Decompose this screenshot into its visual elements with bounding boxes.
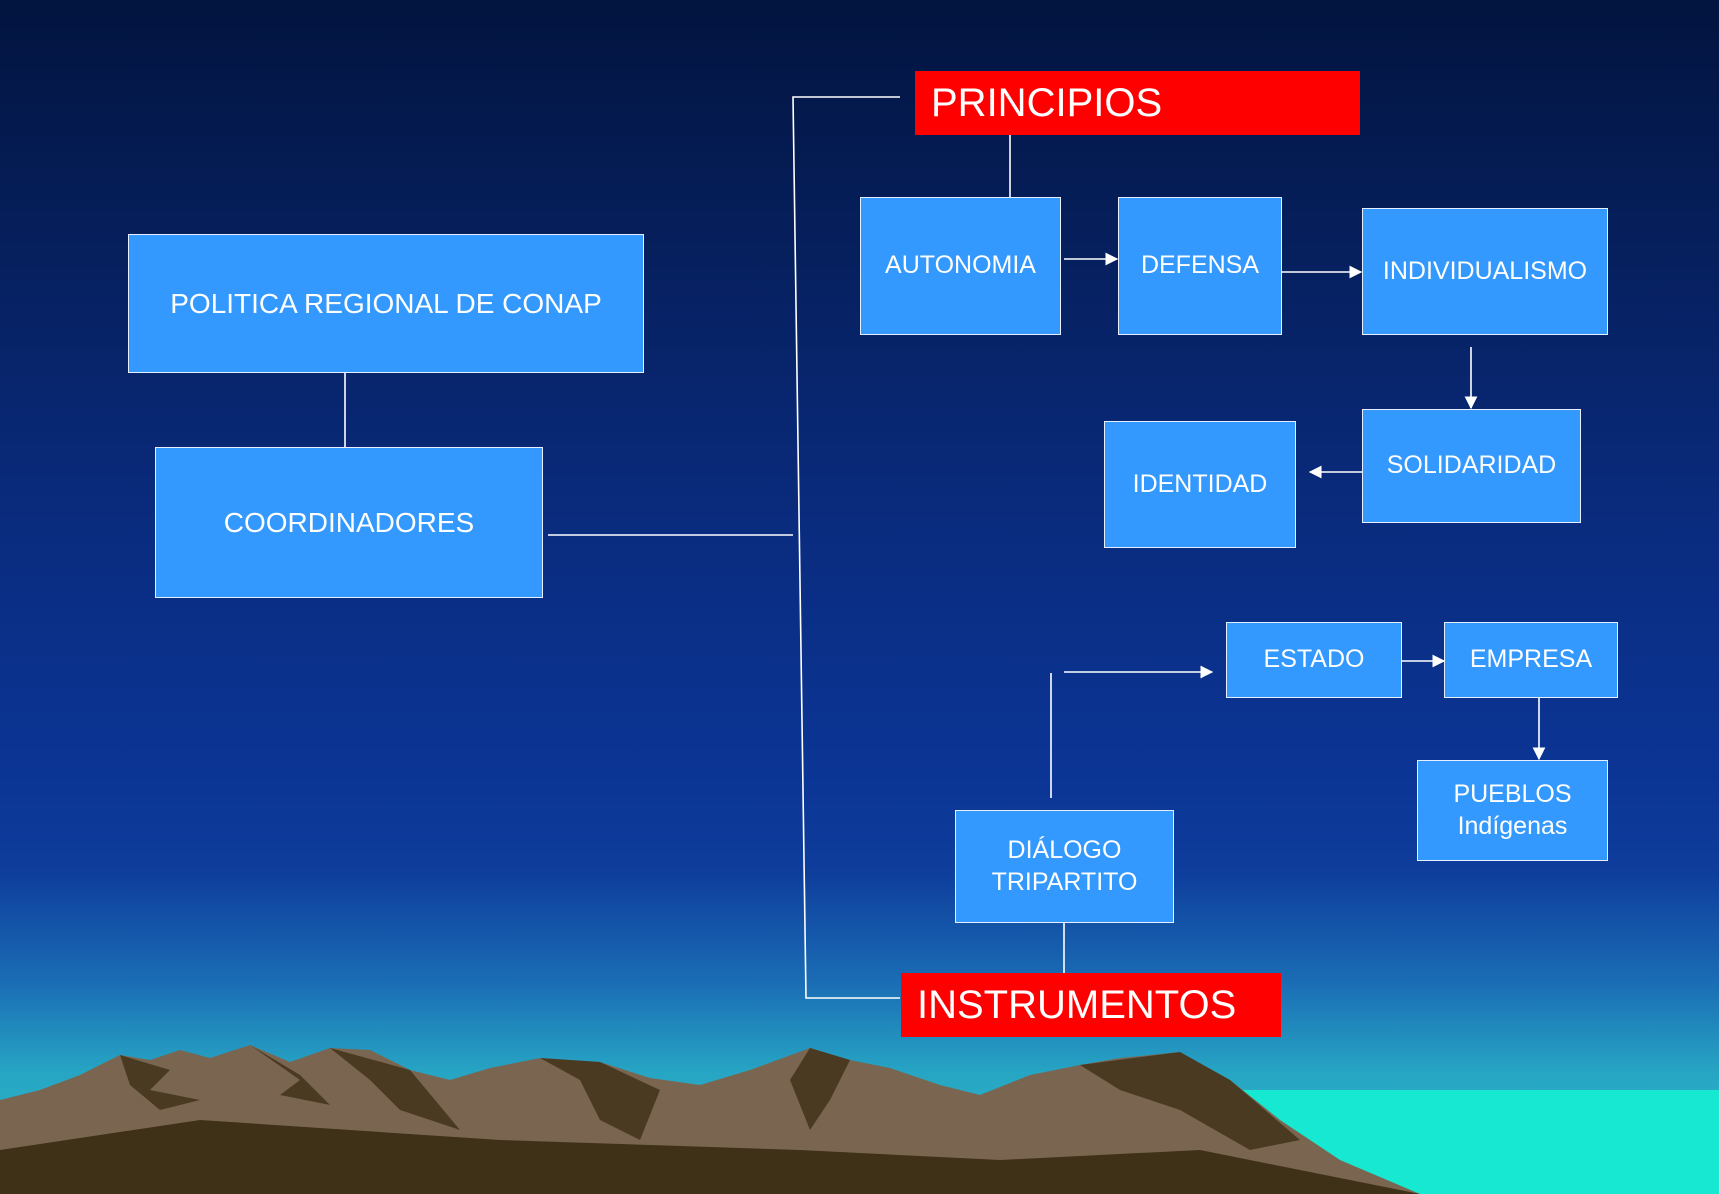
mountain-shadow-3 <box>330 1048 460 1130</box>
bracket-line <box>792 96 900 999</box>
politica-regional-box: POLITICA REGIONAL DE CONAP <box>128 234 644 373</box>
identidad-label: IDENTIDAD <box>1132 469 1268 498</box>
pueblos-indigenas-box: PUEBLOS Indígenas <box>1417 760 1608 861</box>
individualismo-box: INDIVIDUALISMO <box>1362 208 1608 335</box>
instrumentos-label: INSTRUMENTOS <box>917 982 1237 1027</box>
solidaridad-label: SOLIDARIDAD <box>1386 451 1557 480</box>
pueblos-label: PUEBLOS <box>1453 780 1572 809</box>
individualismo-label: INDIVIDUALISMO <box>1382 256 1588 285</box>
dialogo-tripartito-label: DIÁLOGO TRIPARTITO <box>991 836 1138 896</box>
coordinadores-label: COORDINADORES <box>223 507 475 538</box>
politica-regional-label: POLITICA REGIONAL DE CONAP <box>170 288 602 319</box>
mountain-shadow-1 <box>120 1055 200 1110</box>
principios-header: PRINCIPIOS <box>915 71 1360 135</box>
dialogo-tripartito-box: DIÁLOGO TRIPARTITO <box>955 810 1174 923</box>
defensa-label: DEFENSA <box>1140 251 1260 280</box>
mountain-shadow-4 <box>540 1058 660 1140</box>
autonomia-label: AUTONOMIA <box>885 251 1036 280</box>
foothill-shadow <box>0 1120 1420 1194</box>
instrumentos-header: INSTRUMENTOS <box>901 973 1281 1037</box>
empresa-box: EMPRESA <box>1444 622 1618 698</box>
coordinadores-box: COORDINADORES <box>155 447 543 598</box>
estado-box: ESTADO <box>1226 622 1402 698</box>
indigenas-label: Indígenas <box>1457 811 1568 840</box>
principios-label: PRINCIPIOS <box>931 80 1163 125</box>
estado-label: ESTADO <box>1263 645 1365 674</box>
mountain-shadow-5 <box>790 1048 850 1130</box>
defensa-box: DEFENSA <box>1118 197 1282 335</box>
mountain-shadow-6 <box>1080 1052 1300 1150</box>
autonomia-box: AUTONOMIA <box>860 197 1061 335</box>
solidaridad-box: SOLIDARIDAD <box>1362 409 1581 523</box>
mountain-shadow-2 <box>250 1045 330 1105</box>
empresa-label: EMPRESA <box>1469 645 1593 674</box>
identidad-box: IDENTIDAD <box>1104 421 1296 548</box>
